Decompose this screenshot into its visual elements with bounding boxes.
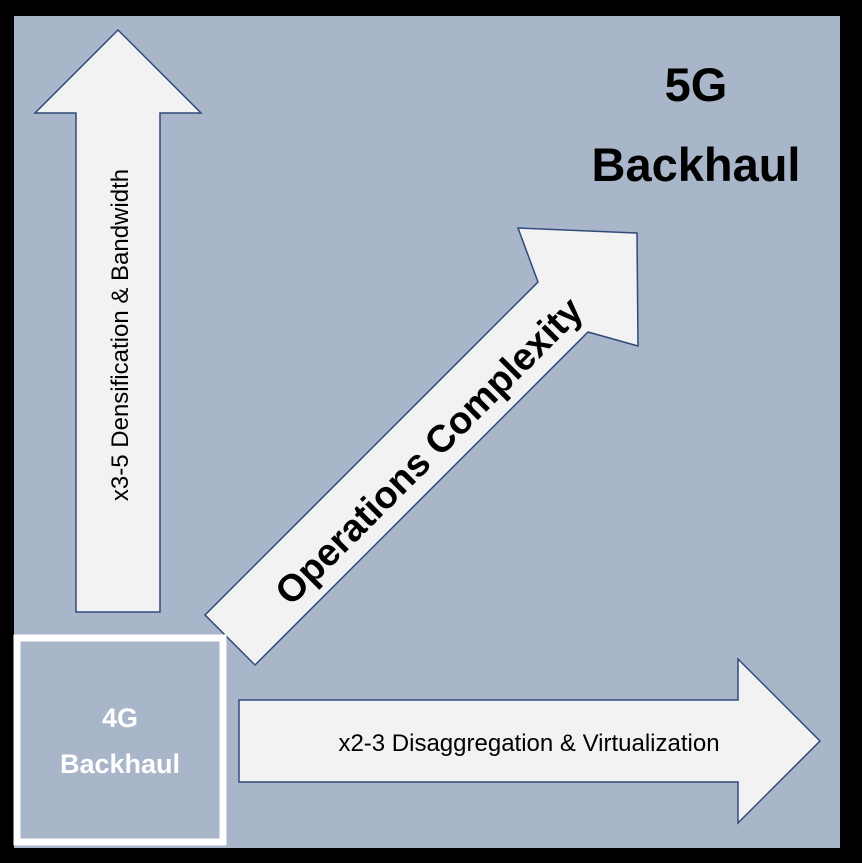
- origin-label-line2: Backhaul: [60, 749, 180, 779]
- target-title-line2: Backhaul: [592, 138, 801, 191]
- horizontal-arrow-label: x2-3 Disaggregation & Virtualization: [338, 730, 719, 757]
- vertical-arrow: [33, 28, 203, 613]
- target-title-line1: 5G: [665, 58, 728, 111]
- origin-label-line1: 4G: [102, 703, 138, 733]
- horizontal-arrow: [238, 657, 822, 825]
- diagonal-arrow: [203, 227, 639, 667]
- vertical-arrow-label: x3-5 Densification & Bandwidth: [107, 169, 134, 501]
- origin-box: [13, 634, 227, 846]
